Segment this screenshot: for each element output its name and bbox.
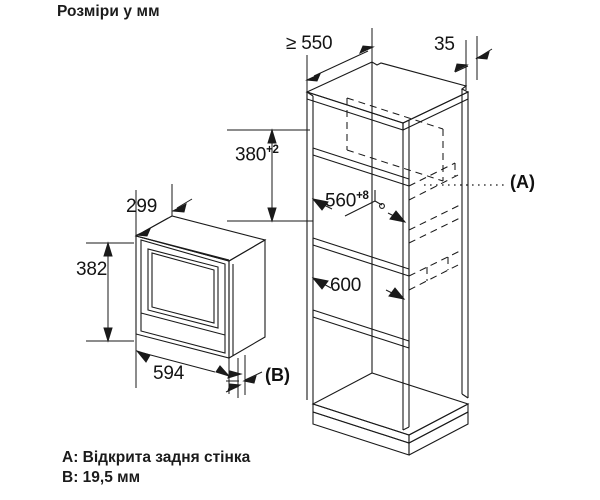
- dimension-lines-cabinet: [227, 28, 493, 300]
- reference-marker-a: (A): [510, 172, 535, 192]
- cabinet-shelf-niche-floor: [312, 237, 410, 277]
- open-back-wall-dashed: [346, 97, 463, 291]
- dimension-label-lower-height: 600: [330, 275, 362, 296]
- niche-height-value: 380: [235, 144, 267, 166]
- dimension-label-depth-min: ≥ 550: [286, 33, 333, 54]
- niche-height-tolerance: +2: [266, 144, 279, 156]
- dimension-label-niche-height: 380+2: [235, 144, 279, 166]
- legend: A: Відкрита задня стінка B: 19,5 мм: [62, 448, 250, 489]
- dimension-label-niche-width: 560+8: [325, 190, 369, 212]
- niche-width-tolerance: +8: [356, 190, 369, 202]
- cabinet-top-panel: [305, 61, 470, 131]
- dimension-label-top-offset: 35: [434, 34, 455, 55]
- cabinet-rear-right-edge: [461, 89, 469, 398]
- cabinet-plinth: [312, 411, 469, 456]
- dimension-label-appliance-height: 382: [76, 259, 108, 280]
- dimension-label-appliance-width: 594: [153, 363, 185, 384]
- cabinet-shelf-lower: [312, 309, 410, 349]
- dimension-label-appliance-depth: 299: [126, 196, 158, 217]
- appliance-body: [134, 215, 267, 359]
- cabinet-shelf-upper: [312, 147, 410, 187]
- cabinet-bottom-floor: [311, 372, 470, 444]
- legend-line-a: A: Відкрита задня стінка: [62, 449, 251, 466]
- page-title: Розміри у мм: [57, 3, 160, 20]
- niche-width-value: 560: [325, 190, 357, 212]
- niche-marker-leader: [344, 190, 385, 217]
- legend-line-b: B: 19,5 мм: [62, 469, 141, 487]
- dimension-lines-appliance: [86, 184, 263, 398]
- cabinet-left-wall: [306, 91, 314, 404]
- reference-marker-b: (B): [265, 365, 290, 385]
